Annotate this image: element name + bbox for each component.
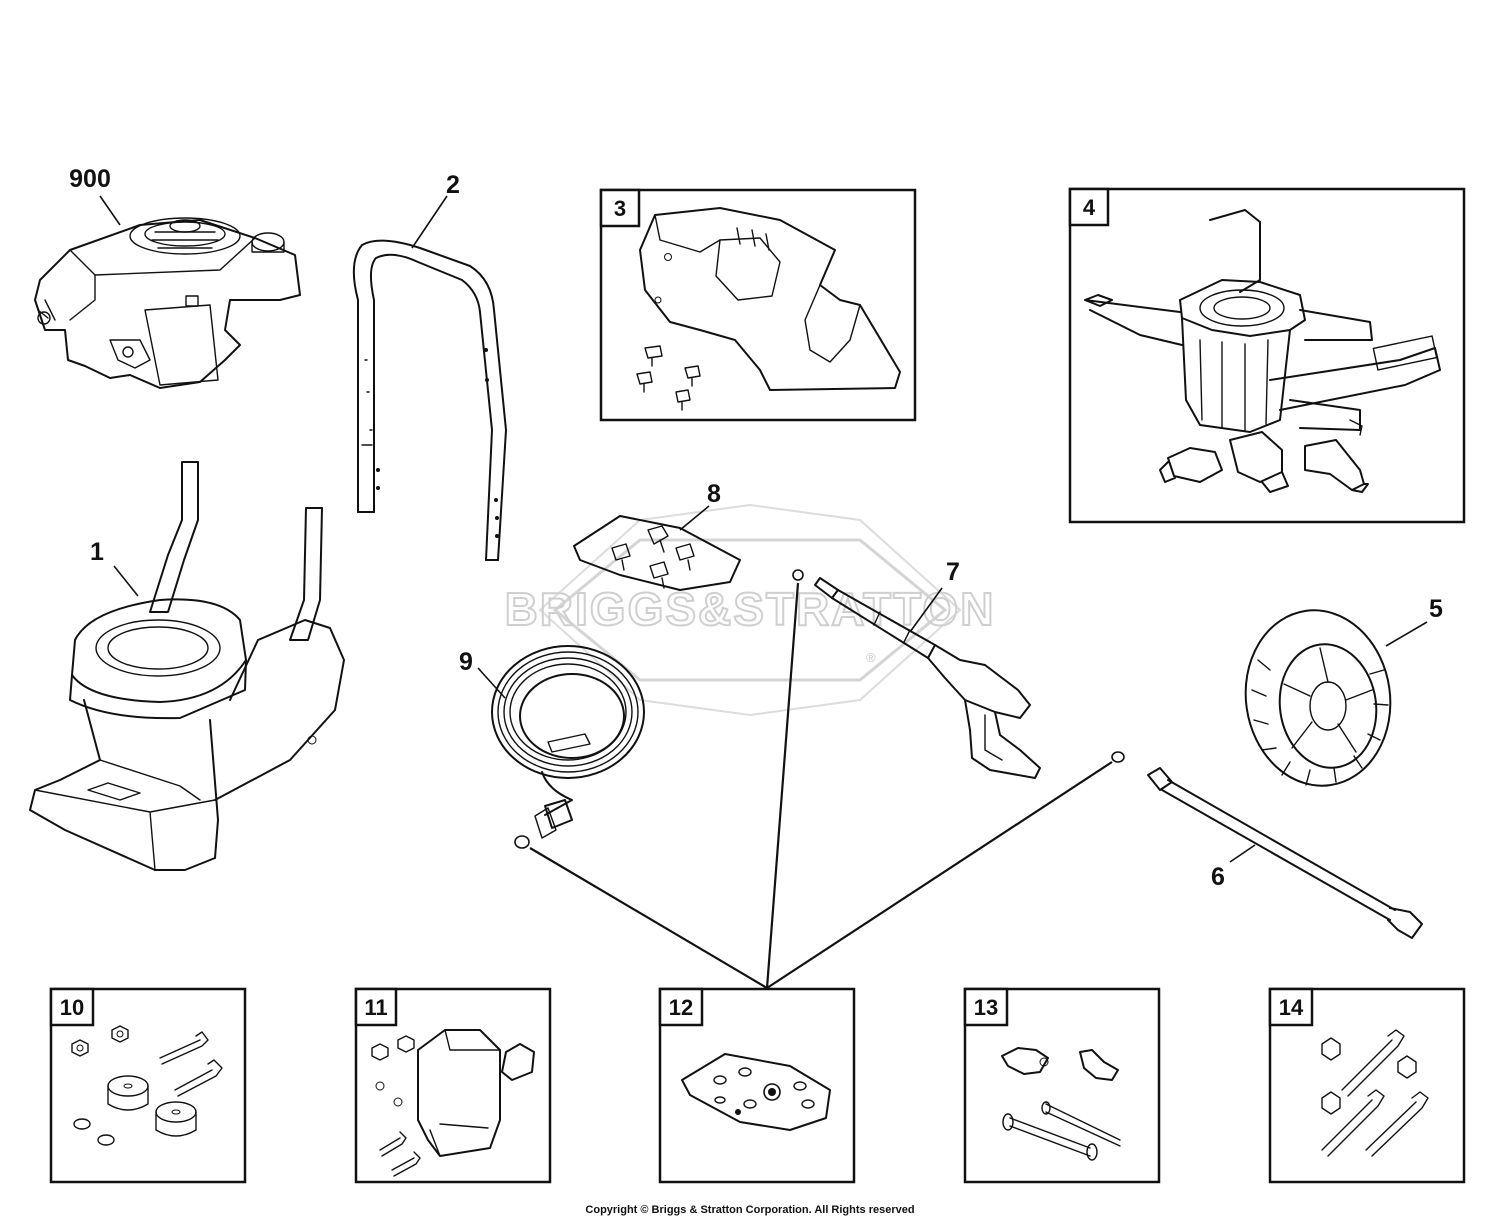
copyright-notice: Copyright © Briggs & Stratton Corporatio… bbox=[585, 1204, 915, 1216]
part-number-2[interactable]: 2 bbox=[446, 171, 460, 199]
kit-number-11-label: 11 bbox=[364, 995, 387, 1020]
kit-number-10-label: 10 bbox=[60, 995, 84, 1020]
hose-illustration bbox=[491, 645, 645, 849]
leader-lines bbox=[99, 195, 1428, 863]
kit-number-4-label: 4 bbox=[1083, 195, 1096, 220]
kit-number-10[interactable]: 10 bbox=[49, 987, 95, 1027]
part-number-5[interactable]: 5 bbox=[1429, 595, 1443, 623]
kit-3-box bbox=[599, 188, 917, 422]
kit-number-13-label: 13 bbox=[974, 995, 998, 1020]
part-number-7[interactable]: 7 bbox=[946, 558, 960, 586]
wand-illustration bbox=[1111, 751, 1423, 939]
part-number-900[interactable]: 900 bbox=[69, 165, 111, 193]
engine-illustration bbox=[34, 217, 301, 389]
kit-number-4[interactable]: 4 bbox=[1068, 187, 1110, 227]
handle-illustration bbox=[352, 239, 507, 561]
kit-number-12-label: 12 bbox=[669, 995, 693, 1020]
part-number-9[interactable]: 9 bbox=[459, 648, 473, 676]
nozzle-pack-illustration bbox=[573, 515, 741, 591]
kit-number-13[interactable]: 13 bbox=[963, 987, 1009, 1027]
part-number-1[interactable]: 1 bbox=[90, 538, 104, 566]
wheel-illustration bbox=[1244, 609, 1392, 787]
kit-number-11[interactable]: 11 bbox=[354, 987, 398, 1027]
part-number-6[interactable]: 6 bbox=[1211, 863, 1225, 891]
spray-gun-illustration bbox=[792, 569, 1041, 779]
kit-12-callout-lines bbox=[529, 582, 1113, 989]
kit-number-14[interactable]: 14 bbox=[1268, 987, 1314, 1027]
kit-number-12[interactable]: 12 bbox=[658, 987, 704, 1027]
part-number-8[interactable]: 8 bbox=[707, 480, 721, 508]
watermark-registered-mark: ® bbox=[866, 650, 876, 665]
watermark-brand: BRIGGS&STRATTON bbox=[505, 583, 996, 635]
briggs-stratton-watermark: BRIGGS&STRATTON ® bbox=[504, 503, 996, 717]
frame-illustration bbox=[29, 461, 345, 871]
kit-number-14-label: 14 bbox=[1279, 995, 1304, 1020]
kit-number-3[interactable]: 3 bbox=[599, 188, 641, 228]
kit-4-box bbox=[1068, 187, 1466, 524]
kit-number-3-label: 3 bbox=[614, 196, 626, 221]
